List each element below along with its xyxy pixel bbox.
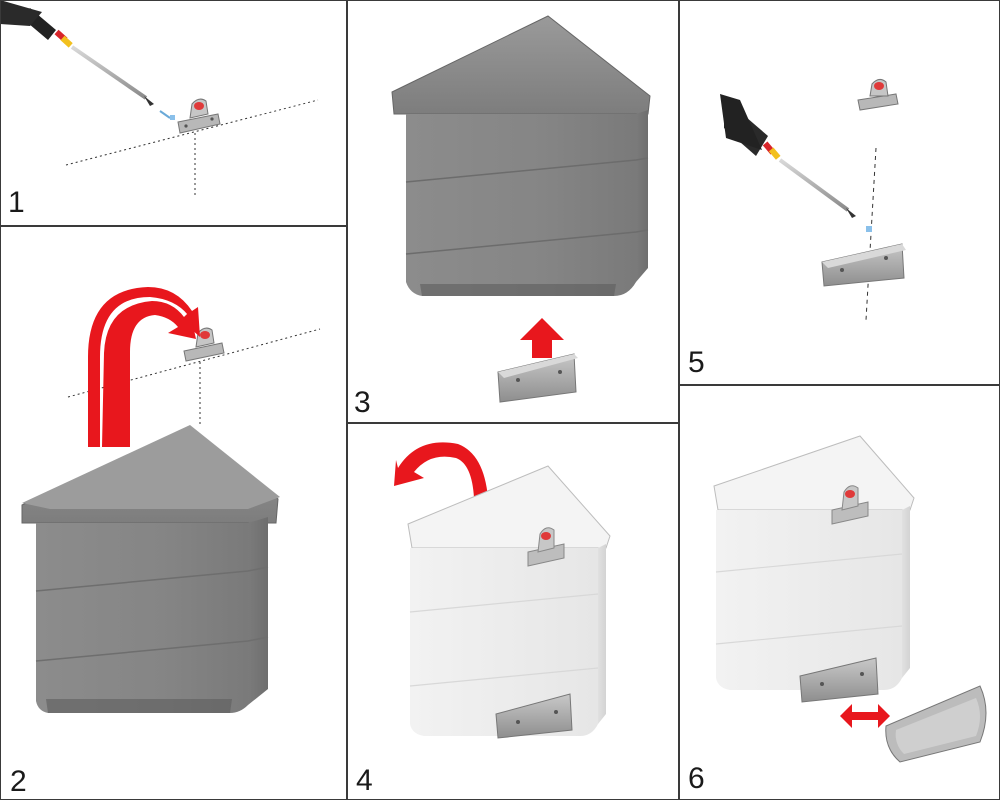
step-number: 4 xyxy=(356,764,373,797)
cover-strip-icon xyxy=(885,685,987,763)
step-number: 2 xyxy=(10,765,27,798)
step-number: 5 xyxy=(688,346,705,379)
step-2-illustration xyxy=(21,287,321,713)
waste-bin-icon xyxy=(21,425,280,713)
step-4-illustration xyxy=(394,442,611,739)
outer-border xyxy=(0,0,1,800)
wall-hook-icon xyxy=(857,78,899,111)
wall-hook-icon xyxy=(527,527,565,567)
rail-bracket-icon xyxy=(497,353,578,403)
screw-icon xyxy=(866,226,872,232)
rail-bracket-icon xyxy=(495,693,573,739)
step-2-panel: 2 xyxy=(0,227,346,800)
waste-bin-icon xyxy=(407,465,611,736)
divider xyxy=(346,422,680,424)
divider xyxy=(678,384,1000,386)
step-number: 3 xyxy=(354,386,371,419)
waste-bin-icon xyxy=(391,15,651,296)
step-number: 6 xyxy=(688,762,705,795)
waste-bin-icon xyxy=(713,435,915,690)
screwdriver-icon xyxy=(720,94,856,218)
curved-arrow-icon xyxy=(394,442,488,498)
step-6-panel: 6 xyxy=(680,386,1000,800)
divider xyxy=(0,225,347,227)
double-arrow-icon xyxy=(840,704,890,728)
divider xyxy=(678,0,680,800)
wall-hook-icon xyxy=(177,98,221,134)
rail-bracket-icon xyxy=(821,243,906,287)
step-1-panel: 1 xyxy=(0,0,346,225)
step-4-panel: 4 xyxy=(348,424,678,800)
wall-hook-icon xyxy=(831,485,869,525)
step-3-panel: 3 xyxy=(348,0,678,422)
rail-bracket-icon xyxy=(799,657,879,703)
up-arrow-icon xyxy=(520,318,564,358)
wall-hook-icon xyxy=(183,327,225,362)
step-number: 1 xyxy=(8,186,25,219)
step-5-panel: 5 xyxy=(680,0,1000,384)
step-5-illustration xyxy=(720,78,906,321)
step-3-illustration xyxy=(391,15,651,403)
outer-border xyxy=(0,0,1000,1)
alignment-line xyxy=(65,99,319,166)
step-1-illustration xyxy=(0,0,319,197)
divider xyxy=(346,0,348,800)
screwdriver-icon xyxy=(0,0,154,106)
curved-arrow-icon xyxy=(88,287,200,447)
screw-icon xyxy=(159,110,175,120)
step-6-illustration xyxy=(713,435,987,763)
